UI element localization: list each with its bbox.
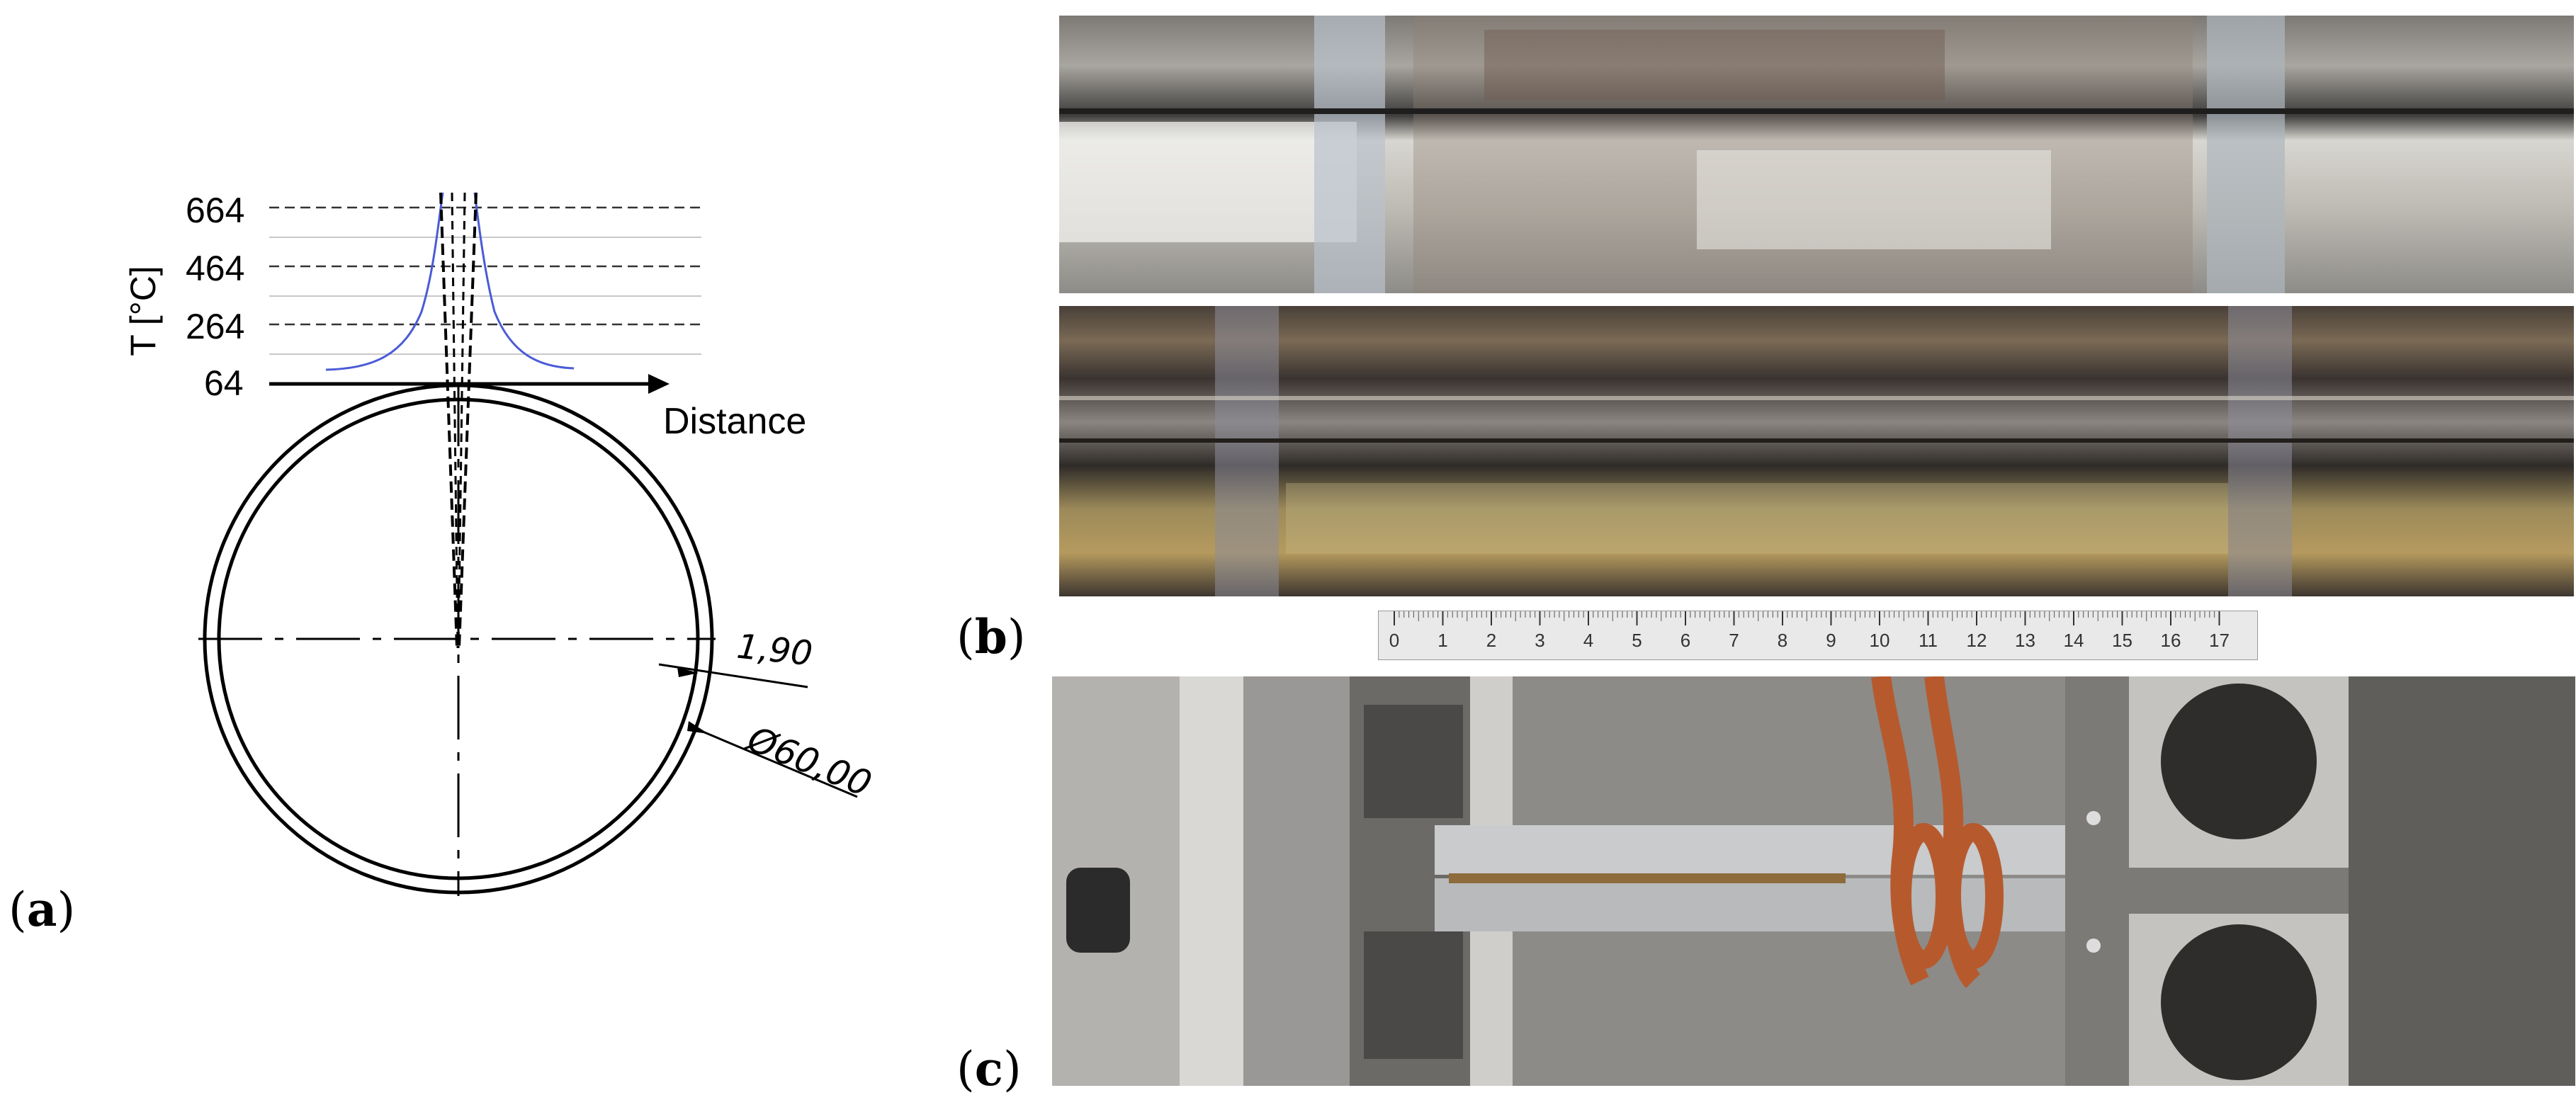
- ruler-number: 10: [1870, 630, 1890, 651]
- ruler-number: 7: [1729, 630, 1739, 651]
- pipe-diagram: [198, 192, 858, 896]
- ruler-number: 8: [1778, 630, 1787, 651]
- weld-bead-pipe-photo: [1059, 16, 2574, 293]
- ruler-number: 1: [1437, 630, 1447, 651]
- panel-label-b: (b): [956, 609, 1026, 664]
- y-tick-264: 264: [186, 307, 245, 346]
- panel-label-c: (c): [956, 1041, 1022, 1096]
- ruler-number: 6: [1680, 630, 1690, 651]
- ruler-number: 9: [1826, 630, 1836, 651]
- panel-label-a: (a): [9, 882, 76, 937]
- ruler-number: 14: [2064, 630, 2084, 651]
- ruler-number: 17: [2209, 630, 2230, 651]
- ruler-number: 5: [1632, 630, 1642, 651]
- y-axis-label: T [°C]: [123, 266, 163, 356]
- ruler-number: 13: [2015, 630, 2035, 651]
- ruler-number: 16: [2161, 630, 2181, 651]
- ruler-number: 4: [1583, 630, 1593, 651]
- ruler-number: 12: [1967, 630, 1987, 651]
- ruler-number: 15: [2112, 630, 2132, 651]
- thickness-dimension-label: 1,90: [735, 626, 815, 674]
- x-axis-label: Distance: [663, 401, 807, 442]
- temperature-curve: [325, 192, 575, 371]
- induction-coil-setup-photo: [1052, 676, 2575, 1086]
- ruler-number: 0: [1389, 630, 1399, 651]
- y-tick-64: 64: [204, 363, 244, 403]
- ruler-number: 11: [1919, 630, 1938, 651]
- ruler-number: 3: [1535, 630, 1544, 651]
- ruler-number: 2: [1486, 630, 1496, 651]
- y-tick-664: 664: [186, 191, 245, 230]
- oxidized-weld-pipe-photo: [1059, 306, 2574, 596]
- y-tick-464: 464: [186, 249, 245, 288]
